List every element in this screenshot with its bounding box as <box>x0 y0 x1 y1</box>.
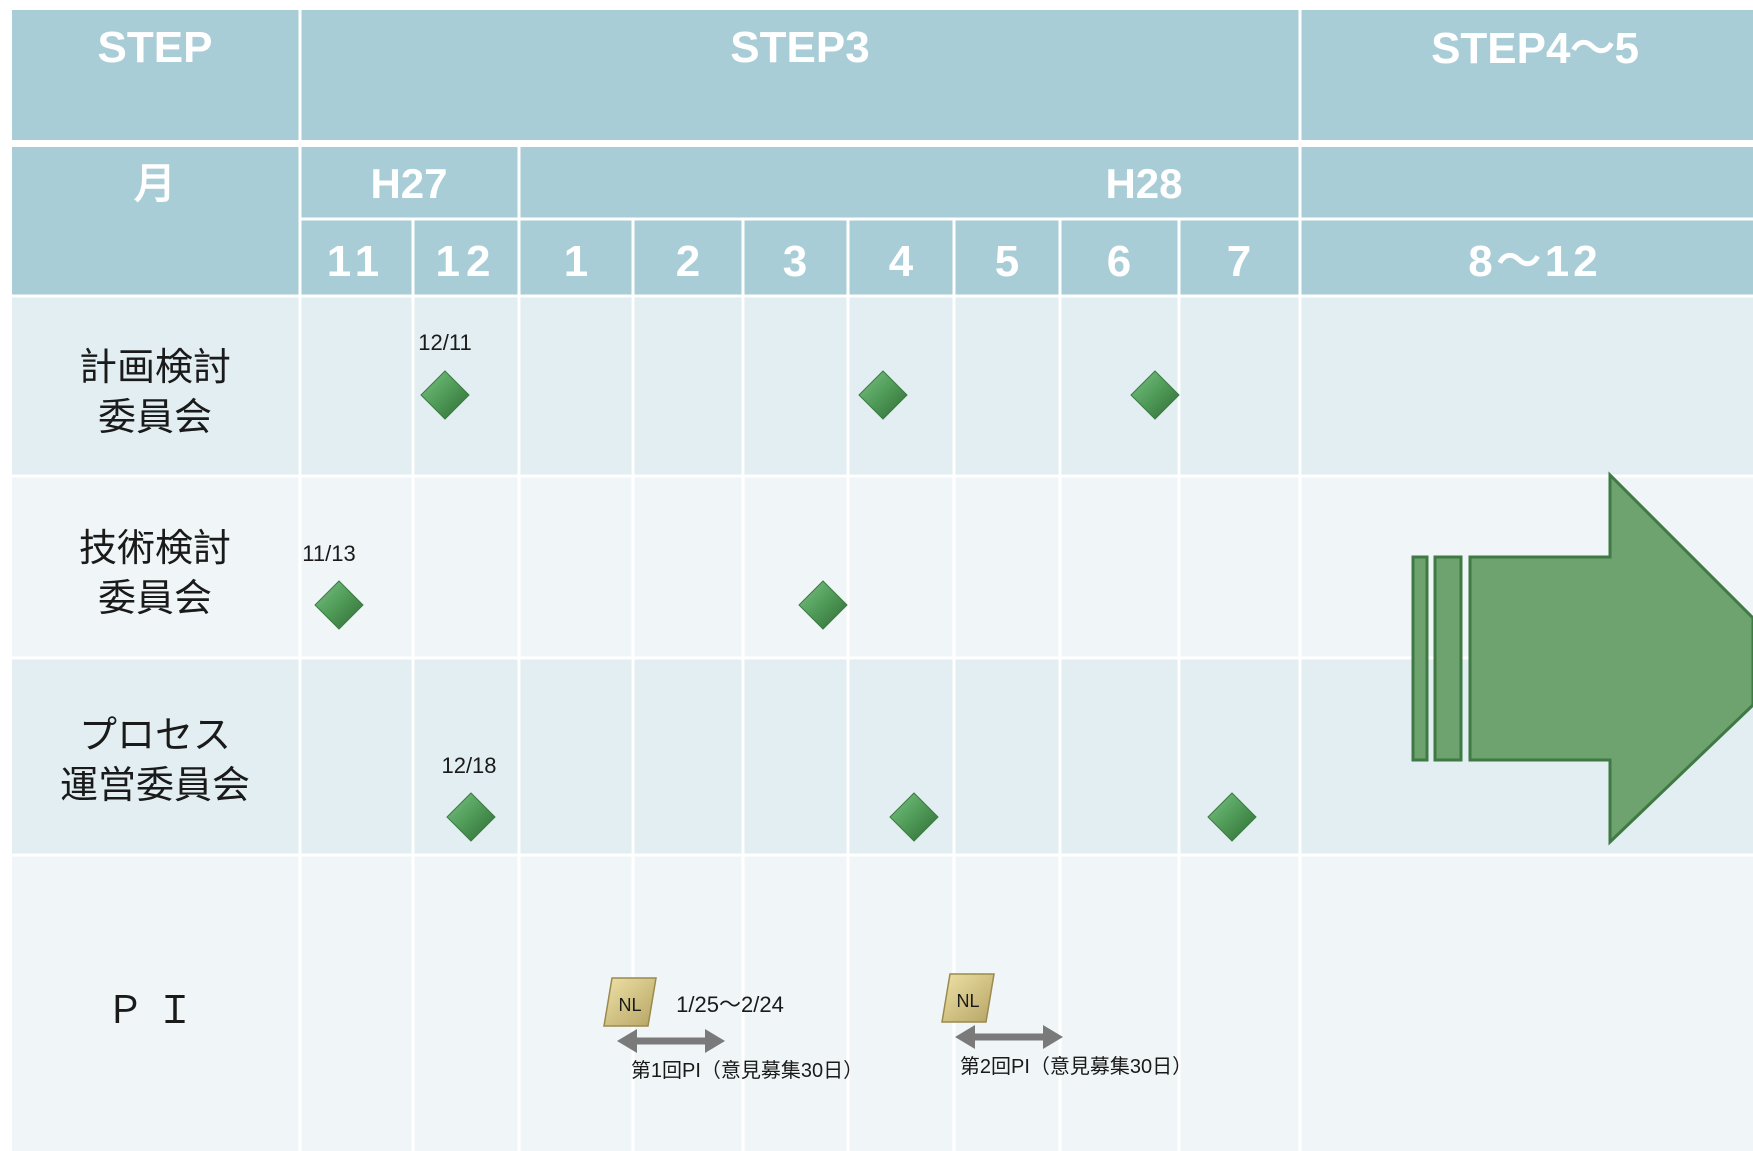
row-process-bg <box>12 659 1753 854</box>
row-plan-label-2: 委員会 <box>98 395 212 439</box>
month-3: 3 <box>783 237 807 286</box>
header-month-row <box>12 147 1753 295</box>
plan-date-label: 12/11 <box>418 330 471 355</box>
step-progress-arrow <box>1411 471 1753 846</box>
tech-date-label: 11/13 <box>302 541 355 566</box>
h28-header: H28 <box>1105 160 1182 207</box>
milestone-diamond <box>314 580 364 630</box>
milestone-diamond <box>1130 370 1180 420</box>
milestones <box>314 370 1257 842</box>
svg-text:NL: NL <box>618 995 641 1015</box>
nl-badge-1: NL <box>603 977 657 1027</box>
month-7: 7 <box>1227 237 1251 286</box>
row-pi-label: Ｐ Ｉ <box>106 988 194 1032</box>
milestone-diamond <box>798 580 848 630</box>
month-2: 2 <box>676 237 700 286</box>
month-11: 11 <box>327 237 386 286</box>
step-header: STEP <box>98 23 213 72</box>
milestone-diamond <box>446 792 496 842</box>
row-plan-label-1: 計画検討 <box>79 345 231 389</box>
pi1-period-arrow <box>617 1029 725 1053</box>
process-date-label: 12/18 <box>441 753 496 778</box>
milestone-diamond <box>858 370 908 420</box>
pi2-caption: 第2回PI（意見募集30日） <box>960 1055 1192 1078</box>
row-tech-label-2: 委員会 <box>98 576 212 620</box>
row-tech-bg <box>12 477 1753 657</box>
row-process-label-2: 運営委員会 <box>60 763 250 807</box>
h27-header: H27 <box>370 160 447 207</box>
row-process-label-1: プロセス <box>79 713 231 757</box>
pi-period-label: 1/25〜2/24 <box>676 992 784 1017</box>
month-8-12: 8〜12 <box>1468 237 1601 286</box>
month-6: 6 <box>1107 237 1131 286</box>
milestone-diamond <box>889 792 939 842</box>
nl-badge-2: NL <box>941 973 995 1023</box>
row-tech-label-1: 技術検討 <box>79 526 231 570</box>
milestone-diamond <box>420 370 470 420</box>
pi1-caption: 第1回PI（意見募集30日） <box>631 1059 863 1082</box>
month-12: 12 <box>436 237 497 286</box>
milestone-diamond <box>1207 792 1257 842</box>
step45-header: STEP4〜5 <box>1431 24 1639 73</box>
month-header: 月 <box>134 160 176 207</box>
row-pi-bg <box>12 856 1753 1151</box>
step3-header: STEP3 <box>730 23 869 72</box>
svg-text:NL: NL <box>956 991 979 1011</box>
pi2-period-arrow <box>955 1025 1063 1049</box>
month-5: 5 <box>995 237 1019 286</box>
month-4: 4 <box>889 237 914 286</box>
header-step-row <box>12 10 1753 140</box>
month-1: 1 <box>564 237 588 286</box>
